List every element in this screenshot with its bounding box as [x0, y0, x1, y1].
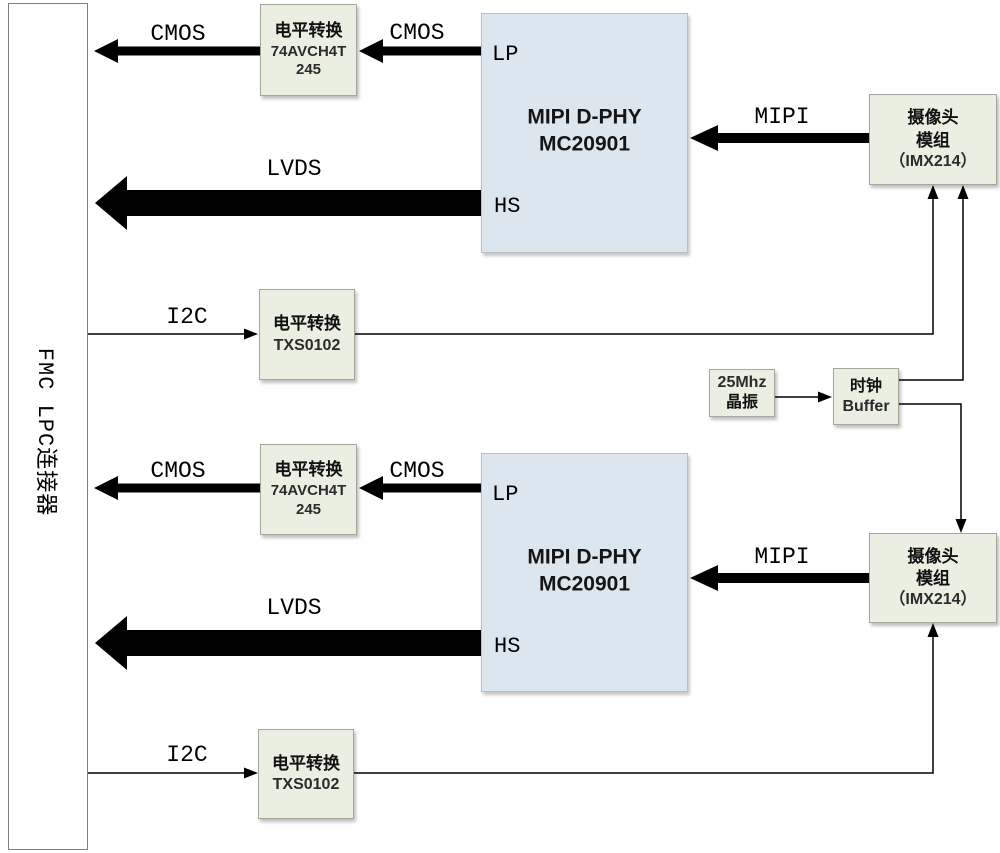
mipi-dphy-2-port-hs: HS: [494, 634, 521, 659]
cmos-arrow-bottom-left: [94, 476, 260, 500]
bus-label-mipi-top: MIPI: [754, 104, 810, 130]
mipi-dphy-1: MIPI D-PHY MC20901 LP HS: [481, 13, 688, 253]
mipi-arrow-top: [690, 125, 869, 151]
level-shifter-cmos-1: 电平转换 74AVCH4T 245: [260, 4, 357, 96]
level-shifter-cmos-2-title: 电平转换: [274, 460, 343, 480]
bus-label-cmos-top-right: CMOS: [389, 20, 445, 46]
level-shifter-i2c-1-part: TXS0102: [273, 336, 341, 354]
i2c-bottom-camera2-arrowhead: [927, 623, 939, 637]
crystal-arrowhead: [818, 391, 832, 403]
cmos-arrow-top-left: [94, 39, 260, 63]
level-shifter-cmos-2-part: 74AVCH4T: [270, 482, 347, 500]
mipi-dphy-2-title-line1: MIPI D-PHY: [527, 545, 642, 569]
level-shifter-cmos-1-title: 电平转换: [274, 20, 343, 40]
level-shifter-i2c-1-title: 电平转换: [273, 314, 341, 334]
mipi-arrow-bottom: [690, 565, 869, 591]
i2c-bottom-wire-right: [354, 633, 934, 774]
mipi-dphy-2-port-lp: LP: [492, 482, 519, 507]
level-shifter-cmos-1-part: 74AVCH4T: [270, 42, 347, 60]
mipi-dphy-2: MIPI D-PHY MC20901 LP HS: [481, 453, 688, 692]
crystal-25mhz-freq: 25Mhz: [717, 374, 767, 392]
bus-label-mipi-bottom: MIPI: [754, 544, 810, 570]
clock-buffer-label: 时钟: [849, 377, 882, 395]
bus-label-lvds-bottom: LVDS: [266, 595, 322, 621]
mipi-dphy-1-title: MIPI D-PHY MC20901: [482, 104, 687, 159]
level-shifter-i2c-2: 电平转换 TXS0102: [258, 729, 354, 819]
i2c-top-arrowhead: [244, 328, 258, 340]
buffer-to-camera2-wire: [899, 403, 962, 523]
camera-module-1: 摄像头 模组 （IMX214）: [869, 94, 997, 185]
crystal-25mhz-label: 晶振: [725, 394, 758, 412]
level-shifter-cmos-2: 电平转换 74AVCH4T 245: [260, 444, 357, 535]
level-shifter-cmos-1-part2: 245: [295, 61, 322, 79]
camera-module-1-line1: 摄像头: [907, 108, 959, 128]
camera-module-2: 摄像头 模组 （IMX214）: [869, 533, 997, 623]
level-shifter-cmos-2-part2: 245: [295, 500, 322, 518]
camera-module-2-part: （IMX214）: [889, 591, 977, 609]
mipi-dphy-1-port-hs: HS: [494, 194, 521, 219]
bus-label-cmos-top-left: CMOS: [150, 21, 206, 47]
lvds-arrow-bottom: [95, 616, 481, 670]
bus-label-i2c-top: I2C: [166, 304, 208, 330]
clock-buffer-name: Buffer: [842, 397, 890, 415]
camera-module-1-part: （IMX214）: [889, 152, 977, 170]
level-shifter-i2c-2-part: TXS0102: [272, 776, 340, 794]
buffer-to-camera1-wire: [899, 195, 964, 381]
bus-label-i2c-bottom: I2C: [166, 742, 208, 768]
cmos-arrow-top-right: [359, 39, 481, 63]
bus-label-lvds-top: LVDS: [266, 156, 322, 182]
buffer-camera2-arrowhead: [955, 519, 967, 533]
bus-label-cmos-bottom-right: CMOS: [389, 458, 445, 484]
mipi-dphy-2-title-line2: MC20901: [538, 572, 631, 596]
cmos-arrow-bottom-right: [359, 476, 481, 500]
mipi-dphy-1-port-lp: LP: [492, 42, 519, 67]
camera-module-2-line1: 摄像头: [907, 546, 959, 566]
mipi-dphy-1-title-line1: MIPI D-PHY: [527, 105, 642, 129]
fmc-lpc-connector-label: FMC LPC连接器: [32, 347, 57, 517]
bus-label-cmos-bottom-left: CMOS: [150, 458, 206, 484]
level-shifter-i2c-2-title: 电平转换: [272, 753, 340, 773]
lvds-arrow-top: [95, 176, 481, 230]
mipi-dphy-1-title-line2: MC20901: [538, 132, 631, 156]
camera-module-2-line2: 模组: [916, 569, 950, 588]
fmc-lpc-connector: FMC LPC连接器: [8, 3, 88, 850]
clock-buffer: 时钟 Buffer: [833, 368, 899, 425]
i2c-top-wire-right: [355, 195, 934, 335]
i2c-top-camera1-arrowhead: [927, 185, 939, 199]
crystal-25mhz: 25Mhz 晶振: [709, 369, 775, 417]
level-shifter-i2c-1: 电平转换 TXS0102: [259, 289, 355, 380]
buffer-camera1-arrowhead: [957, 185, 969, 199]
camera-module-1-line2: 模组: [916, 130, 950, 150]
i2c-bottom-arrowhead: [244, 767, 258, 779]
mipi-dphy-2-title: MIPI D-PHY MC20901: [482, 543, 687, 598]
